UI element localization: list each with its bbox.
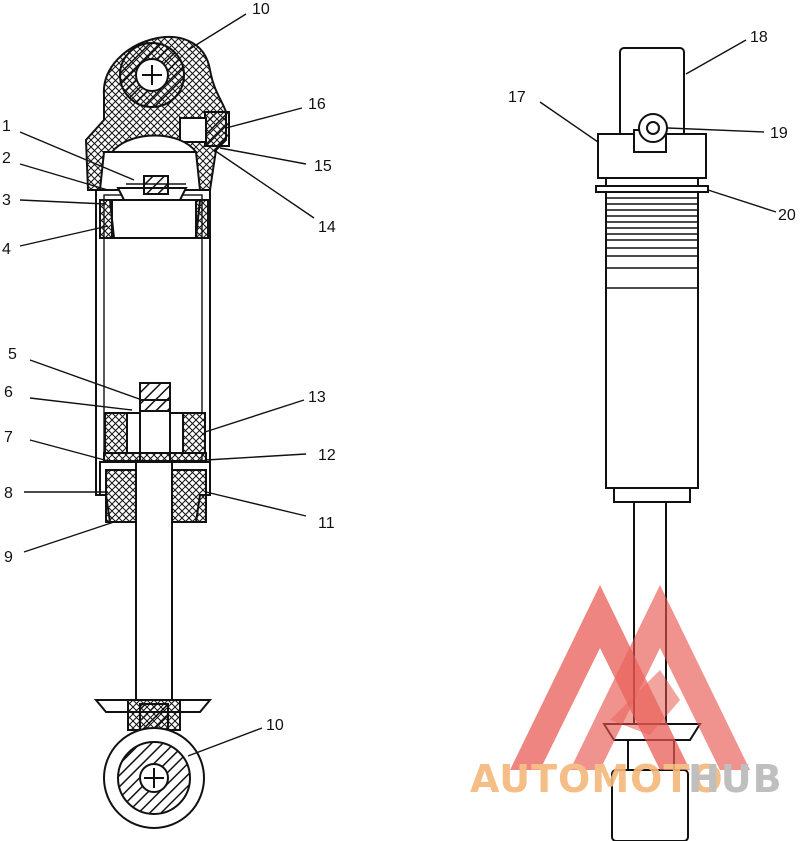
callout-4: 4 — [2, 241, 11, 258]
watermark-logo: AUTOMOTO HUB — [470, 585, 783, 801]
seal-head-left — [105, 469, 141, 523]
callout-15: 15 — [314, 158, 332, 175]
callout-12: 12 — [318, 447, 336, 464]
callout-9: 9 — [4, 549, 13, 566]
sectioned-shock — [84, 36, 230, 829]
callout-18: 18 — [750, 29, 768, 46]
valve-1 — [143, 175, 169, 195]
watermark-text-2: HUB — [688, 757, 783, 801]
callout-2: 2 — [2, 150, 11, 167]
callout-20: 20 — [778, 207, 796, 224]
callout-7: 7 — [4, 429, 13, 446]
piston-shaft — [135, 461, 173, 703]
exterior-bottom-mount — [611, 769, 689, 841]
callout-19: 19 — [770, 125, 788, 142]
callout-10-bottom: 10 — [266, 717, 284, 734]
piston-band-right — [182, 412, 206, 454]
watermark-text-1: AUTOMOTO — [470, 757, 724, 801]
dome-cap — [109, 134, 198, 153]
snap-ring — [595, 185, 709, 193]
piston-seal-right — [195, 199, 209, 239]
schrader-valve — [646, 121, 660, 135]
floating-piston — [108, 199, 202, 239]
piston-seal-left — [99, 199, 113, 239]
callout-6: 6 — [4, 384, 13, 401]
seal-head-right — [171, 469, 207, 523]
callout-17: 17 — [508, 89, 526, 106]
valve-body — [179, 117, 207, 143]
valve-block — [204, 111, 230, 147]
callout-11: 11 — [318, 515, 335, 532]
callout-10-top: 10 — [252, 1, 270, 18]
callout-14: 14 — [318, 219, 336, 236]
callout-1: 1 — [2, 118, 11, 135]
callout-16: 16 — [308, 96, 326, 113]
leader-lines — [19, 13, 777, 757]
shock-body — [605, 177, 699, 489]
piston-band-left — [104, 412, 128, 454]
callout-3: 3 — [2, 192, 11, 209]
callout-8: 8 — [4, 485, 13, 502]
logo-triangle-right — [570, 585, 750, 770]
shim-stack — [103, 452, 207, 462]
bottom-thread — [139, 703, 169, 731]
piston-nut — [139, 382, 171, 412]
callout-5: 5 — [8, 346, 17, 363]
callout-13: 13 — [308, 389, 326, 406]
thread-rings — [606, 197, 698, 289]
body-end — [613, 487, 691, 503]
